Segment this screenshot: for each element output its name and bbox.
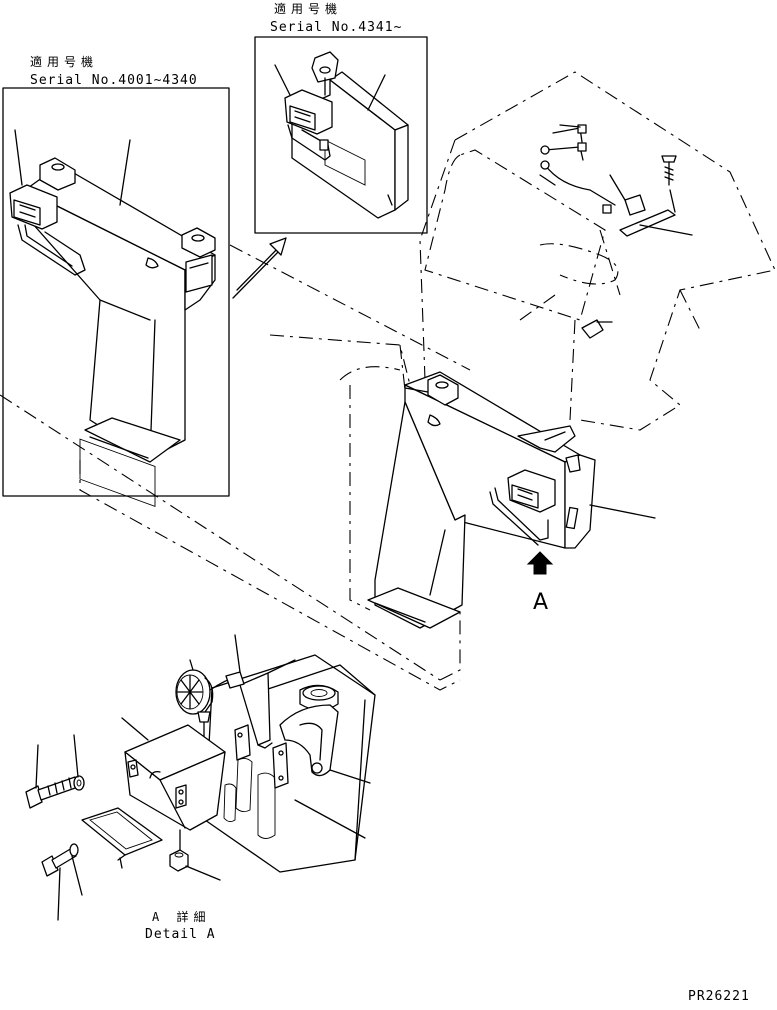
inset-top-label-serial: Serial No.4341~ — [270, 20, 402, 35]
leader-bracket — [589, 504, 656, 519]
detail-a: A 詳細 Detail A — [25, 634, 376, 942]
nut-part — [169, 829, 189, 872]
cab-outline — [419, 71, 776, 431]
inset-left-frame — [2, 87, 230, 497]
washer-upper — [73, 775, 85, 791]
inset-left-serial-4001-4340: 適用号機 Serial No.4001~4340 — [2, 54, 230, 508]
inset-transition-arrow — [232, 237, 287, 299]
drawing-code: PR26221 — [688, 989, 750, 1004]
cab-screw-part — [661, 155, 677, 186]
relay-part — [602, 174, 646, 216]
switch-part — [581, 319, 613, 339]
inset-top-label-jp: 適用号機 — [274, 1, 342, 16]
machine-body-outline — [0, 244, 471, 691]
inset-top-frame — [254, 36, 428, 234]
view-marker-label: A — [533, 590, 548, 615]
bolt-upper — [25, 776, 79, 809]
inset-top-serial-4341: 適用号機 Serial No.4341~ — [254, 1, 428, 234]
washer-lower — [69, 843, 79, 857]
detail-label-jp: A 詳細 — [152, 909, 210, 924]
view-arrow-a: A — [526, 551, 554, 615]
cab-wiring-harness — [539, 124, 616, 206]
bracket-plate-part — [619, 189, 693, 237]
round-work-lamp — [175, 669, 245, 749]
inset-left-label-jp: 適用号機 — [30, 54, 98, 69]
main-lamp-bracket — [367, 371, 596, 629]
inset-left-label-serial: Serial No.4001~4340 — [30, 73, 198, 88]
detail-label-en: Detail A — [145, 927, 216, 942]
